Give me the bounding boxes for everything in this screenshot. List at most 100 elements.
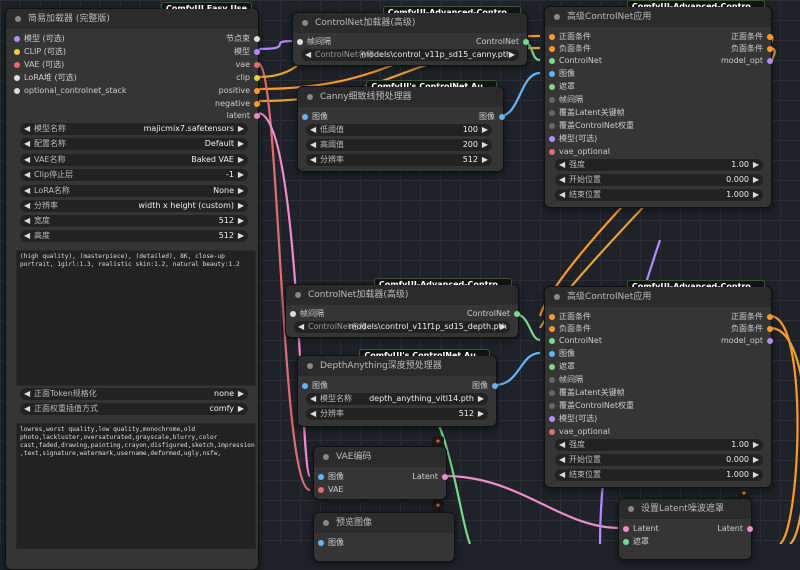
arrow-right-icon[interactable]: ▶	[237, 186, 244, 195]
output-latent[interactable]: Latent	[717, 523, 753, 535]
arrow-left-icon[interactable]: ◀	[310, 125, 317, 134]
arrow-left-icon[interactable]: ◀	[24, 231, 31, 240]
arrow-left-icon[interactable]: ◀	[559, 160, 566, 169]
node-title[interactable]: DepthAnything深度预处理器	[298, 356, 496, 376]
socket[interactable]	[549, 364, 555, 370]
input-lora-stack[interactable]: LoRA堆 (可选)	[14, 72, 77, 84]
input-timestep-kf[interactable]: 帧间隔	[549, 374, 583, 386]
input-controlnet-stack[interactable]: optional_controlnet_stack	[14, 85, 127, 97]
socket[interactable]	[499, 114, 505, 120]
arrow-left-icon[interactable]: ◀	[24, 216, 31, 225]
input-mask[interactable]: 遮罩	[549, 361, 575, 373]
input-timestep-kf[interactable]: 帧间隔	[290, 308, 324, 320]
input-timestep-kf[interactable]: 帧间隔	[297, 36, 331, 48]
input-controlnet[interactable]: ControlNet	[549, 55, 602, 67]
socket[interactable]	[14, 62, 20, 68]
input-negative[interactable]: 负面条件	[549, 323, 591, 335]
socket[interactable]	[14, 36, 20, 42]
input-latent[interactable]: Latent	[623, 523, 659, 535]
output-vae[interactable]: vae	[235, 59, 260, 71]
input-vae[interactable]: VAE	[318, 484, 344, 496]
arrow-right-icon[interactable]: ▶	[237, 404, 244, 413]
socket[interactable]	[549, 46, 555, 52]
output-clip[interactable]: clip	[236, 72, 260, 84]
socket[interactable]	[442, 474, 448, 480]
input-image[interactable]: 图像	[318, 471, 344, 483]
input-weights-override[interactable]: 覆盖ControlNet权重	[549, 400, 634, 412]
arrow-left-icon[interactable]: ◀	[24, 124, 31, 133]
socket[interactable]	[549, 149, 555, 155]
arrow-left-icon[interactable]: ◀	[24, 170, 31, 179]
output-model-opt[interactable]: model_opt	[721, 55, 773, 67]
apply-controlnet-node-1[interactable]: ComfyUI-Advanced-Contro... 高级ControlNet应…	[544, 0, 773, 208]
arrow-right-icon[interactable]: ▶	[237, 389, 244, 398]
node-title[interactable]: 高级ControlNet应用	[545, 287, 771, 307]
input-negative[interactable]: 负面条件	[549, 43, 591, 55]
node-title[interactable]: 设置Latent噪波遮罩	[619, 499, 751, 519]
arrow-left-icon[interactable]: ◀	[298, 322, 305, 331]
input-vae[interactable]: VAE (可选)	[14, 59, 64, 71]
arrow-right-icon[interactable]: ▶	[237, 170, 244, 179]
node-title[interactable]: ControlNet加载器(高级)	[286, 285, 518, 305]
socket[interactable]	[767, 338, 773, 344]
depth-preprocessor-node[interactable]: ComfyUI's ControlNet Au... DepthAnything…	[297, 349, 498, 427]
input-vae-optional[interactable]: vae_optional	[549, 146, 610, 158]
apply-controlnet-node-2[interactable]: ComfyUI-Advanced-Contro... 高级ControlNet应…	[544, 280, 773, 488]
arrow-right-icon[interactable]: ▶	[237, 139, 244, 148]
arrow-right-icon[interactable]: ▶	[481, 140, 488, 149]
output-controlnet[interactable]: ControlNet	[467, 308, 520, 320]
socket[interactable]	[549, 403, 555, 409]
socket[interactable]	[549, 136, 555, 142]
arrow-left-icon[interactable]: ◀	[24, 139, 31, 148]
arrow-right-icon[interactable]: ▶	[508, 50, 515, 59]
controlnet-loader-node-1[interactable]: ComfyUI-Advanced-Contro... ControlNet加载器…	[292, 6, 529, 66]
input-vae-optional[interactable]: vae_optional	[549, 426, 610, 438]
arrow-right-icon[interactable]: ▶	[477, 394, 484, 403]
arrow-left-icon[interactable]: ◀	[24, 389, 31, 398]
output-image[interactable]: 图像	[472, 380, 498, 392]
socket[interactable]	[549, 58, 555, 64]
easy-loader-node[interactable]: ComfyUI Easy Use 简易加载器 (完整版) 模型 (可选) CLI…	[5, 2, 260, 570]
socket[interactable]	[254, 88, 260, 94]
socket[interactable]	[254, 36, 260, 42]
socket[interactable]	[549, 34, 555, 40]
arrow-left-icon[interactable]: ◀	[310, 409, 317, 418]
socket[interactable]	[549, 429, 555, 435]
input-model[interactable]: 模型 (可选)	[14, 33, 65, 45]
input-image[interactable]: 图像	[549, 348, 575, 360]
arrow-right-icon[interactable]: ▶	[752, 160, 759, 169]
input-mask[interactable]: 遮罩	[549, 81, 575, 93]
socket[interactable]	[549, 326, 555, 332]
output-controlnet[interactable]: ControlNet	[476, 36, 529, 48]
socket[interactable]	[14, 49, 20, 55]
node-title[interactable]: 简易加载器 (完整版)	[6, 9, 258, 29]
socket[interactable]	[302, 383, 308, 389]
arrow-right-icon[interactable]: ▶	[752, 470, 759, 479]
socket[interactable]	[767, 34, 773, 40]
socket[interactable]	[767, 314, 773, 320]
socket[interactable]	[14, 88, 20, 94]
input-image[interactable]: 图像	[318, 537, 344, 549]
node-title[interactable]: 高级ControlNet应用	[545, 7, 771, 27]
input-weights-override[interactable]: 覆盖ControlNet权重	[549, 120, 634, 132]
preview-image-node[interactable]: 预览图像 图像	[313, 512, 455, 562]
socket[interactable]	[767, 326, 773, 332]
output-negative[interactable]: 负面条件	[731, 43, 773, 55]
output-positive[interactable]: positive	[219, 85, 260, 97]
negative-prompt-textarea[interactable]: lowres,worst quality,low quality,monochr…	[16, 423, 256, 549]
input-clip[interactable]: CLIP (可选)	[14, 46, 66, 58]
input-positive[interactable]: 正面条件	[549, 311, 591, 323]
